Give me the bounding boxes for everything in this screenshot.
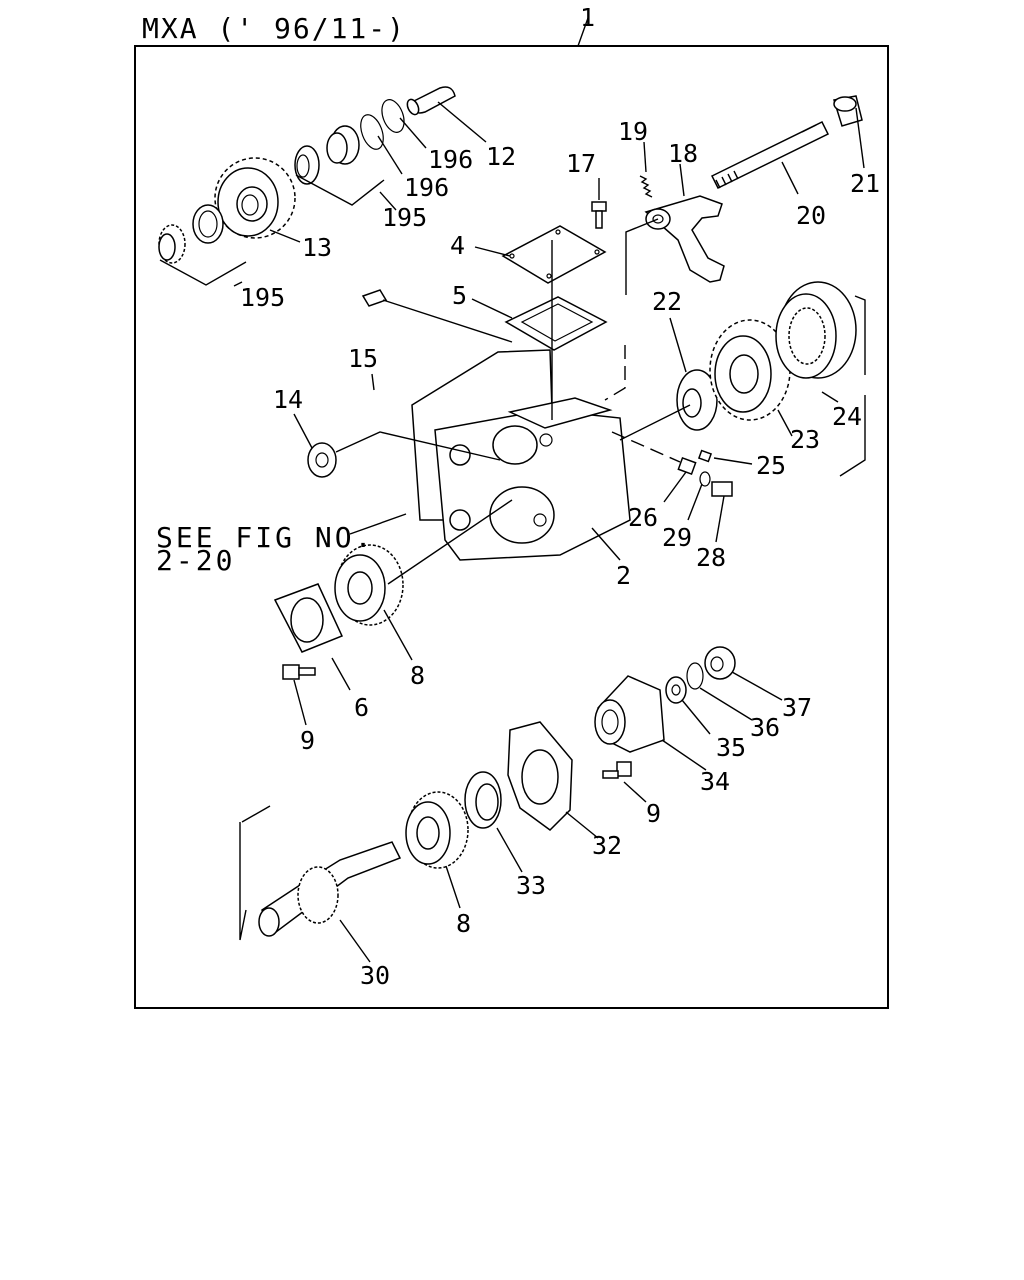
callout-22: 22 — [652, 287, 682, 316]
callout-17: 17 — [566, 149, 596, 178]
callout-8-lower: 8 — [456, 909, 471, 938]
callout-2: 2 — [616, 561, 631, 590]
callout-23: 23 — [790, 425, 820, 454]
callout-9-lower: 9 — [646, 799, 661, 828]
reference-note-line2: 2-20 — [156, 544, 235, 577]
part-23-gear — [709, 319, 791, 421]
part-5-gasket — [504, 296, 608, 351]
assembly-path-lines — [239, 218, 866, 941]
callout-14: 14 — [273, 385, 303, 414]
part-33-oil-seal — [464, 771, 502, 829]
callout-196-upper: 196 — [428, 145, 473, 174]
part-6-retainer — [273, 583, 344, 653]
part-24-sleeve — [775, 281, 857, 379]
part-25-pin — [697, 449, 713, 463]
callout-labels: 1 12 196 196 195 13 195 17 19 18 21 20 4… — [156, 3, 880, 990]
callout-25: 25 — [756, 451, 786, 480]
callout-28: 28 — [696, 543, 726, 572]
callout-30: 30 — [360, 961, 390, 990]
reference-note-line1: SEE FIG NO. — [156, 521, 374, 554]
callout-21: 21 — [850, 169, 880, 198]
callout-24: 24 — [832, 402, 862, 431]
part-28-plug — [711, 481, 733, 497]
callout-6: 6 — [354, 693, 369, 722]
part-13-gear — [214, 157, 296, 239]
callout-34: 34 — [700, 767, 730, 796]
callout-195-upper: 195 — [382, 203, 427, 232]
callout-20: 20 — [796, 201, 826, 230]
part-9-upper-bolt — [282, 664, 316, 680]
part-20-shaft — [710, 120, 830, 190]
part-12-pin — [406, 86, 456, 116]
callout-19: 19 — [618, 117, 648, 146]
callout-13: 13 — [302, 233, 332, 262]
part-34-flange — [594, 675, 665, 753]
part-17-bolt — [591, 201, 607, 229]
part-4-cover — [501, 225, 607, 284]
callout-35: 35 — [716, 733, 746, 762]
part-37-nut — [704, 646, 736, 680]
part-19-spring — [639, 175, 653, 198]
callout-196-lower: 196 — [404, 173, 449, 202]
part-35-washer — [665, 676, 687, 704]
callout-15: 15 — [348, 344, 378, 373]
callout-26: 26 — [628, 503, 658, 532]
part-18-shift-fork — [644, 195, 725, 283]
part-2-case — [411, 349, 631, 561]
callout-1: 1 — [580, 3, 595, 32]
part-195-lower-bearing — [158, 204, 224, 264]
callout-5: 5 — [452, 281, 467, 310]
part-9-lower-bolt — [602, 761, 632, 779]
part-30-output-shaft — [258, 841, 402, 937]
assembly-frame — [134, 45, 889, 1009]
callout-37: 37 — [782, 693, 812, 722]
callout-18: 18 — [668, 139, 698, 168]
part-26-spring — [677, 457, 697, 475]
part-15-pin — [361, 289, 388, 307]
part-14-bushing — [307, 442, 337, 478]
part-36-washer — [686, 662, 704, 690]
callout-12: 12 — [486, 142, 516, 171]
callout-36: 36 — [750, 713, 780, 742]
part-195-upper-bearing — [294, 125, 360, 185]
part-29-washer — [699, 471, 711, 487]
callout-9-upper: 9 — [300, 726, 315, 755]
part-32-retainer — [507, 721, 573, 831]
callout-29: 29 — [662, 523, 692, 552]
part-22-thrust-washer — [676, 369, 718, 431]
callout-33: 33 — [516, 871, 546, 900]
diagram-title: MXA (' 96/11-) — [142, 12, 406, 45]
part-196-snap-rings — [360, 99, 405, 150]
callout-195-lower: 195 — [240, 283, 285, 312]
callout-4: 4 — [450, 231, 465, 260]
callout-8-upper: 8 — [410, 661, 425, 690]
part-8-lower-bearing — [405, 791, 469, 869]
part-21-bushing — [833, 95, 863, 127]
part-8-upper-bearing — [334, 544, 404, 626]
leader-lines — [159, 17, 865, 963]
callout-32: 32 — [592, 831, 622, 860]
